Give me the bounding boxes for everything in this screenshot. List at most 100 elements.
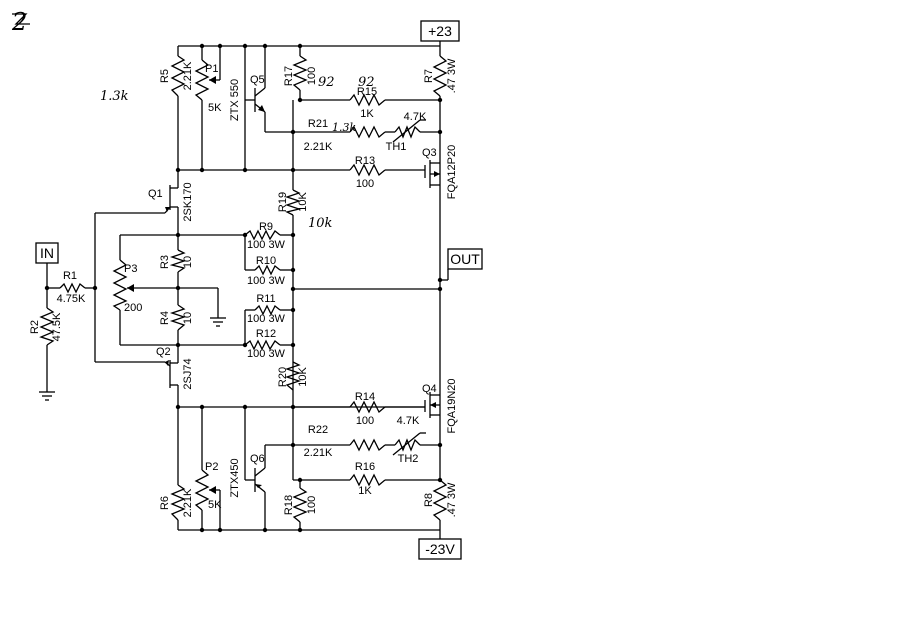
r16-value: 1K <box>358 485 372 497</box>
resistor-r9 <box>244 229 281 241</box>
resistor-r18 <box>292 487 308 523</box>
r14-ref: R14 <box>355 391 375 403</box>
ground-symbol-input <box>39 391 55 401</box>
resistor-r22 <box>349 438 386 452</box>
r10-value: 100 3W <box>247 275 286 287</box>
r8-value: .47 3W <box>446 482 458 517</box>
r13-ref: R13 <box>355 155 375 167</box>
mosfet-q4 <box>424 390 441 418</box>
r8-ref: R8 <box>423 493 435 507</box>
q6-ref: Q6 <box>250 453 265 465</box>
r10-ref: R10 <box>256 255 276 267</box>
r18-value: 100 <box>306 496 318 514</box>
page-mark-z <box>12 13 30 25</box>
r4-value: 10 <box>182 312 194 324</box>
th2-value: 4.7K <box>397 415 420 427</box>
r7-value: .47 3W <box>446 58 458 93</box>
handwritten-r15-note: 92 <box>358 75 375 90</box>
r2-value: 47.5K <box>51 312 63 341</box>
positive-rail-label: +23 <box>420 20 460 42</box>
resistor-r1 <box>59 282 86 294</box>
q3-value: FQA12P20 <box>446 145 458 199</box>
p2-value: 5K <box>208 499 222 511</box>
r12-ref: R12 <box>256 328 276 340</box>
r2-ref: R2 <box>29 320 41 334</box>
ground-symbol-p3 <box>210 317 226 327</box>
mosfet-q3 <box>424 160 441 188</box>
r3-ref: R3 <box>159 255 171 269</box>
r12-value: 100 3W <box>247 348 286 360</box>
thermistor-th1 <box>392 119 426 143</box>
q5-value: ZTX 550 <box>229 79 241 121</box>
r14-value: 100 <box>356 415 374 427</box>
th2-ref: TH2 <box>398 453 419 465</box>
q4-value: FQA19N20 <box>446 378 458 433</box>
handwritten-r21-note: 1.3k <box>332 121 356 134</box>
resistor-r5 <box>170 55 186 97</box>
r15-value: 1K <box>360 108 374 120</box>
r19-ref: R19 <box>277 192 289 212</box>
transistor-q5 <box>254 87 266 113</box>
q5-ref: Q5 <box>250 74 265 86</box>
resistor-r10 <box>254 264 281 276</box>
svg-text:-23V: -23V <box>425 541 455 557</box>
r20-value: 10K <box>297 367 309 387</box>
resistor-r6 <box>170 484 186 521</box>
handwritten-r19-note: 10k <box>308 216 333 231</box>
wires <box>46 41 449 539</box>
r7-ref: R7 <box>423 69 435 83</box>
q6-value: ZTX450 <box>229 458 241 497</box>
p3-ref: P3 <box>124 263 137 275</box>
q4-ref: Q4 <box>422 383 437 395</box>
resistor-r15 <box>349 93 386 107</box>
svg-text:+23: +23 <box>428 23 452 39</box>
resistor-r16 <box>349 473 386 487</box>
r6-ref: R6 <box>159 496 171 510</box>
q2-ref: Q2 <box>156 346 171 358</box>
r15-ref: R15 <box>357 86 377 98</box>
resistor-r14 <box>349 400 386 414</box>
r11-value: 100 3W <box>247 313 286 325</box>
r1-value: 4.75K <box>57 293 86 305</box>
negative-rail-label: -23V <box>418 538 462 560</box>
resistor-r17 <box>292 55 308 91</box>
r1-ref: R1 <box>63 270 77 282</box>
handwritten-r17-note: 92 <box>318 75 335 90</box>
r17-ref: R17 <box>283 66 295 86</box>
r17-value: 100 <box>306 67 318 85</box>
p3-value: 200 <box>124 302 142 314</box>
page-mark: 2 <box>11 8 27 36</box>
r5-value: 2.21K <box>182 61 194 90</box>
potentiometer-p1 <box>194 59 216 101</box>
r16-ref: R16 <box>355 461 375 473</box>
transistor-q6 <box>254 467 266 493</box>
r21-ref: R21 <box>308 118 328 130</box>
resistor-r13 <box>349 163 386 177</box>
resistor-r20 <box>284 361 302 391</box>
resistor-r12 <box>244 339 281 351</box>
r22-value: 2.21K <box>304 447 333 459</box>
resistor-r3 <box>169 249 187 273</box>
handwritten-p1-note: 1.3k <box>100 89 129 104</box>
th1-ref: TH1 <box>386 141 407 153</box>
r22-ref: R22 <box>308 424 328 436</box>
q1-ref: Q1 <box>148 188 163 200</box>
p1-value: 5K <box>208 102 222 114</box>
r19-value: 10K <box>297 192 309 212</box>
resistor-r21 <box>349 125 386 139</box>
resistor-r2 <box>39 307 55 346</box>
r11-ref: R11 <box>256 293 275 305</box>
thermistor-th2 <box>392 432 426 456</box>
resistor-r4 <box>169 304 187 331</box>
potentiometer-p3 <box>112 259 134 311</box>
r9-ref: R9 <box>259 221 273 233</box>
q2-value: 2SJ74 <box>182 358 194 389</box>
junction-dots <box>44 43 443 533</box>
output-label: OUT <box>447 248 483 270</box>
svg-text:IN: IN <box>40 245 54 261</box>
resistor-r7 <box>432 55 448 97</box>
r18-ref: R18 <box>283 495 295 515</box>
r5-ref: R5 <box>159 69 171 83</box>
resistor-r8 <box>432 479 448 521</box>
